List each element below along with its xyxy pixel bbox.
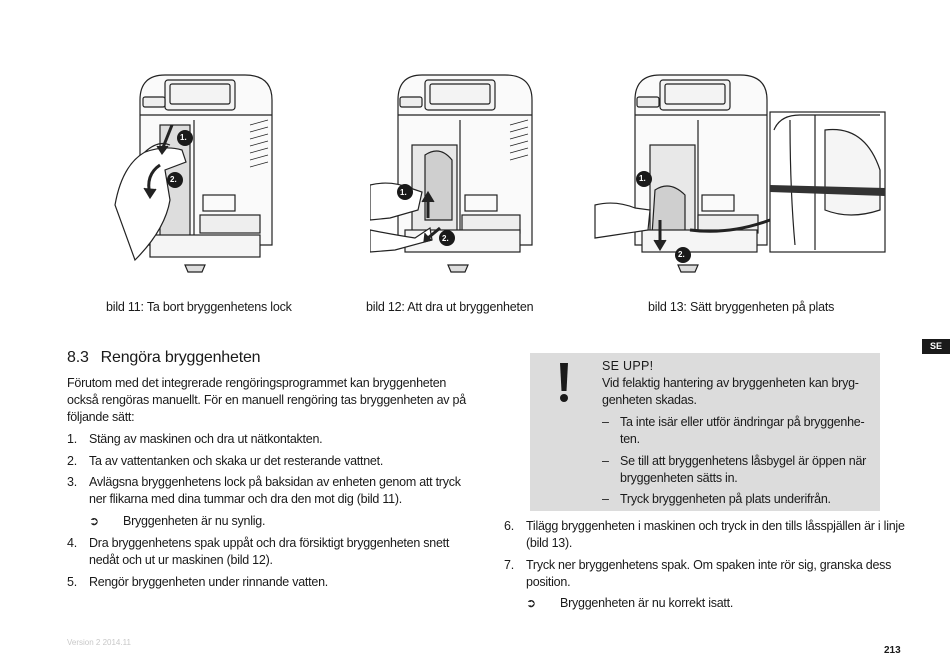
warning-body-line: genheten skadas.	[602, 393, 697, 407]
step-number: 6.	[504, 519, 514, 533]
step-number: 5.	[67, 575, 77, 589]
step-text: Tryck ner bryggenhetens spak. Om spaken …	[526, 558, 892, 572]
section-heading: 8.3 Rengöra bryggenheten	[67, 349, 261, 367]
step-text: position.	[526, 575, 571, 589]
result-arrow-icon: ➲	[526, 596, 536, 610]
warning-item-text: Tryck bryggenheten på plats underifrån.	[620, 492, 831, 506]
dash: –	[602, 415, 609, 429]
callout-2-fig11: 2.	[170, 175, 177, 184]
result-text: Bryggenheten är nu synlig.	[123, 514, 266, 528]
callout-1-fig12: 1.	[400, 188, 407, 197]
step-number: 7.	[504, 558, 514, 572]
caption-fig12: bild 12: Att dra ut bryggenheten	[366, 300, 534, 314]
step-text: Tilägg bryggenheten i maskinen och tryck…	[526, 519, 905, 533]
warning-title: SE UPP!	[602, 359, 654, 373]
step-text: Stäng av maskinen och dra ut nätkontakte…	[89, 432, 323, 446]
footer-version: Version 2 2014.11	[67, 638, 131, 647]
figure-11-illustration	[114, 74, 273, 273]
warning-item-text: Se till att bryggenhetens låsbygel är öp…	[620, 454, 867, 468]
warning-item-text: bryggenheten sätts in.	[620, 471, 738, 485]
callout-1-fig13: 1.	[639, 174, 646, 183]
step-text: ner flikarna med dina tummar och dra den…	[89, 492, 402, 506]
result-arrow-icon: ➲	[89, 514, 99, 528]
language-tab: SE	[922, 339, 950, 354]
callout-1-fig11: 1.	[180, 133, 187, 142]
result-text: Bryggenheten är nu korrekt isatt.	[560, 596, 734, 610]
step-text: Rengör bryggenheten under rinnande vatte…	[89, 575, 328, 589]
callout-2-fig13: 2.	[678, 250, 685, 259]
step-number: 1.	[67, 432, 77, 446]
step-text: Avlägsna bryggenhetens lock på baksidan …	[89, 475, 461, 489]
callout-2-fig12: 2.	[442, 234, 449, 243]
caption-fig13: bild 13: Sätt bryggenheten på plats	[648, 300, 835, 314]
step-number: 4.	[67, 536, 77, 550]
step-number: 3.	[67, 475, 77, 489]
figure-12-illustration	[370, 74, 533, 273]
intro-line: också rengöras manuellt. För en manuell …	[67, 393, 466, 407]
warning-body-line: Vid felaktig hantering av bryggenheten k…	[602, 376, 859, 390]
intro-line: följande sätt:	[67, 410, 135, 424]
step-number: 2.	[67, 454, 77, 468]
step-text: (bild 13).	[526, 536, 573, 550]
dash: –	[602, 492, 609, 506]
exclamation-icon	[560, 363, 568, 402]
warning-item-text: ten.	[620, 432, 640, 446]
page-number: 213	[884, 645, 901, 656]
warning-box: SE UPP! Vid felaktig hantering av brygge…	[530, 353, 880, 511]
step-text: nedåt och ut ur maskinen (bild 12).	[89, 553, 273, 567]
dash: –	[602, 454, 609, 468]
warning-item-text: Ta inte isär eller utför ändringar på br…	[620, 415, 865, 429]
intro-line: Förutom med det integrerade rengöringspr…	[67, 376, 447, 390]
step-text: Ta av vattentanken och skaka ur det rest…	[89, 454, 384, 468]
caption-fig11: bild 11: Ta bort bryggenhetens lock	[106, 300, 292, 314]
step-text: Dra bryggenhetens spak uppåt och dra för…	[89, 536, 450, 550]
section-number: 8.3	[67, 349, 89, 366]
section-title: Rengöra bryggenheten	[100, 349, 261, 366]
figure-13-illustration	[594, 74, 886, 273]
